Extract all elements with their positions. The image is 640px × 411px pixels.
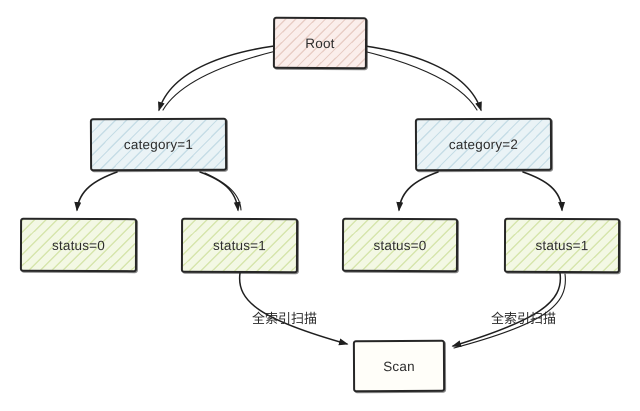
node-status0-left: status=0 [19, 217, 138, 273]
edge-status1right-scan-sketch [453, 273, 566, 349]
edge-root-category2-sketch [362, 50, 478, 111]
node-status1-left: status=1 [180, 217, 299, 274]
node-root-label: Root [305, 35, 335, 51]
edge-category1-status1 [199, 171, 241, 212]
edge-category2-status0 [396, 171, 439, 212]
edge-status1left-scan [238, 272, 349, 346]
node-status0-left-label: status=0 [51, 237, 106, 253]
node-status0-right-label: status=0 [373, 237, 427, 253]
node-status1-right: status=1 [503, 217, 621, 274]
node-category1-label: category=1 [123, 136, 194, 153]
node-category2: category=2 [414, 117, 553, 172]
edge-category2-status1 [522, 171, 566, 212]
edge-category1-status0 [74, 171, 118, 212]
node-category2-label: category=2 [448, 136, 519, 153]
node-root: Root [272, 16, 368, 70]
node-scan: Scan [352, 339, 446, 393]
edge-category1-status1-sketch [204, 172, 242, 211]
edge-root-category2 [364, 45, 482, 112]
edge-root-category1-sketch [162, 50, 277, 111]
edge-status1right-scan [451, 272, 562, 348]
node-category1: category=1 [89, 117, 228, 172]
node-status1-left-label: status=1 [212, 237, 267, 254]
edge-label-right-full-index-scan: 全索引扫描 [491, 311, 557, 326]
node-scan-label: Scan [383, 358, 415, 374]
edge-root-category1 [158, 45, 275, 112]
edge-label-left-full-index-scan: 全索引扫描 [252, 311, 318, 326]
node-status0-right: status=0 [341, 217, 459, 273]
node-status1-right-label: status=1 [535, 237, 589, 254]
